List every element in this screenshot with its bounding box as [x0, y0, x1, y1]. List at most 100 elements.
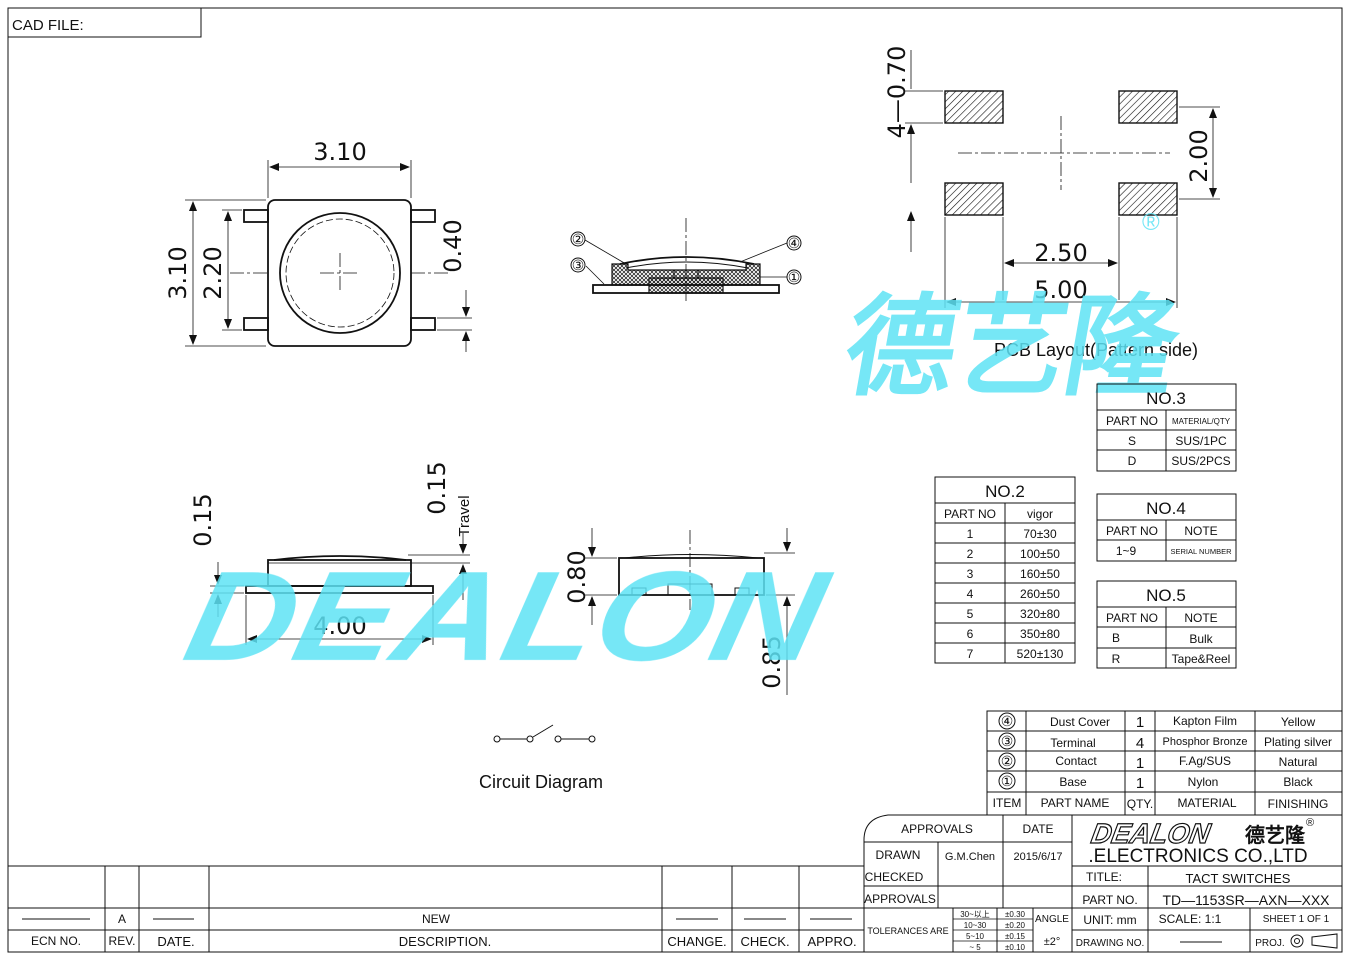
- no3-title: NO.3: [1146, 389, 1186, 408]
- tb-angle: ANGLE: [1035, 914, 1069, 925]
- revision-block: A NEW ECN NO. REV. DATE. DESCRIPTION. CH…: [8, 865, 864, 952]
- no5-row-1-part: B: [1112, 631, 1120, 645]
- tb-part-label: PART NO.: [1082, 893, 1137, 907]
- no3-header-part: PART NO: [1106, 414, 1158, 428]
- tb-title-value: TACT SWITCHES: [1186, 871, 1291, 886]
- bom-row-3-part: Contact: [1055, 754, 1097, 768]
- rev-header-appro: APPRO.: [807, 934, 856, 949]
- tb-sheet: SHEET 1 OF 1: [1263, 914, 1330, 925]
- table-no2: NO.2 PART NO vigor 1 70±30 2 100±50 3 16…: [934, 476, 1076, 664]
- cad-file-label: CAD FILE:: [12, 17, 84, 34]
- no2-row-6-part: 6: [967, 627, 974, 641]
- no2-title: NO.2: [985, 482, 1025, 501]
- dim-pitch-y: 2.00: [1185, 129, 1213, 182]
- callout-dust-cover: ④: [788, 235, 801, 251]
- dim-pitch-x-inner: 2.50: [1034, 239, 1087, 267]
- bom-row-3-finish: Natural: [1279, 755, 1318, 769]
- bom-header-finish: FINISHING: [1268, 797, 1329, 811]
- tb-approvals-2: APPROVALS: [864, 892, 936, 906]
- dim-top-inner: 2.20: [199, 246, 227, 299]
- tb-unit: UNIT: mm: [1083, 913, 1136, 927]
- callout-contact: ②: [572, 231, 585, 247]
- table-no5: NO.5 PART NO NOTE B Bulk R Tape&Reel: [1096, 580, 1237, 669]
- tol-range-1: 30~以上: [960, 910, 990, 919]
- no4-header-note: NOTE: [1184, 524, 1217, 538]
- circuit-caption: Circuit Diagram: [479, 772, 603, 792]
- bom-row-2-qty: 4: [1136, 735, 1144, 752]
- no2-row-2-part: 2: [967, 547, 974, 561]
- side-view-side: 0.80 0.85: [563, 528, 795, 695]
- dim-pitch-x-outer: 5.00: [1034, 276, 1087, 304]
- no2-row-7-part: 7: [967, 647, 974, 661]
- dim-cover: 0.15: [189, 493, 217, 546]
- no2-row-2-vigor: 100±50: [1020, 547, 1060, 561]
- top-view: 3.10 3.10 2.20 0.40: [164, 138, 472, 352]
- tb-tolerances: TOLERANCES ARE: [867, 926, 948, 936]
- bom-header-qty: QTY.: [1127, 797, 1153, 811]
- no2-row-4-part: 4: [967, 587, 974, 601]
- bom-row-4-part: Base: [1059, 775, 1087, 789]
- bom-row-4-qty: 1: [1136, 775, 1144, 792]
- no4-header-part: PART NO: [1106, 524, 1158, 538]
- travel-label: Travel: [456, 495, 473, 536]
- no4-title: NO.4: [1146, 499, 1186, 518]
- no2-row-5-vigor: 320±80: [1020, 607, 1060, 621]
- tol-range-3: 5~10: [966, 932, 985, 941]
- no2-row-3-part: 3: [967, 567, 974, 581]
- cad-file-box: CAD FILE:: [7, 7, 202, 38]
- tb-drawn-by: G.M.Chen: [945, 851, 995, 863]
- rev-header-ecn: ECN NO.: [31, 934, 81, 948]
- table-no4: NO.4 PART NO NOTE 1~9 SERIAL NUMBER: [1096, 493, 1237, 562]
- no5-header-note: NOTE: [1184, 611, 1217, 625]
- no3-header-material: MATERIAL/QTY: [1172, 417, 1231, 426]
- rev-header-date: DATE.: [157, 934, 194, 949]
- tb-company: .ELECTRONICS CO.,LTD: [1088, 846, 1307, 867]
- rev-value: A: [118, 912, 126, 926]
- no2-row-5-part: 5: [967, 607, 974, 621]
- no5-row-2-part: R: [1112, 652, 1121, 666]
- tb-date: DATE: [1022, 822, 1053, 836]
- tol-value-4: ±0.10: [1005, 943, 1026, 952]
- tol-range-2: 10~30: [964, 921, 987, 930]
- no2-header-part: PART NO: [944, 507, 996, 521]
- rev-new: NEW: [422, 912, 451, 926]
- no2-row-7-vigor: 520±130: [1017, 647, 1064, 661]
- bom-header-material: MATERIAL: [1177, 796, 1236, 810]
- bom-row-4-item: ①: [1001, 773, 1014, 789]
- dim-terminal: 0.40: [439, 219, 467, 272]
- section-view: ② ③ ④ ①: [570, 218, 802, 302]
- bom-header-part: PART NAME: [1041, 796, 1110, 810]
- callout-terminal: ③: [572, 257, 585, 273]
- no2-row-1-part: 1: [967, 527, 974, 541]
- no3-row-2-value: SUS/2PCS: [1171, 454, 1230, 468]
- tol-range-4: ~ 5: [969, 943, 981, 952]
- watermark: DEALON 德艺隆 ®: [174, 209, 1188, 687]
- tb-drawn-date: 2015/6/17: [1014, 851, 1063, 863]
- bom-row-2-part: Terminal: [1050, 736, 1095, 750]
- tb-title-label: TITLE:: [1086, 870, 1122, 884]
- bom-table: ④ Dust Cover 1 Kapton Film Yellow ③ Term…: [986, 710, 1343, 816]
- bom-row-3-material: F.Ag/SUS: [1179, 754, 1231, 768]
- rev-header-description: DESCRIPTION.: [399, 934, 491, 949]
- watermark-reg: ®: [1142, 209, 1160, 236]
- rev-header-rev: REV.: [109, 934, 136, 948]
- no2-row-3-vigor: 160±50: [1020, 567, 1060, 581]
- callout-base: ①: [788, 269, 801, 285]
- bom-header-item: ITEM: [993, 796, 1022, 810]
- bom-row-4-material: Nylon: [1188, 775, 1219, 789]
- table-no3: NO.3 PART NO MATERIAL/QTY S SUS/1PC D SU…: [1096, 383, 1237, 472]
- tb-angle-value: ±2°: [1044, 936, 1061, 948]
- pcb-layout: 4—0.70 2.00 2.50 5.00 PCB Layout(Pattern…: [883, 46, 1220, 360]
- rev-header-change: CHANGE.: [667, 934, 726, 949]
- no5-header-part: PART NO: [1106, 611, 1158, 625]
- tb-logo-brand: DEALON: [1089, 817, 1213, 849]
- circuit-diagram: Circuit Diagram: [479, 724, 603, 792]
- bom-row-3-qty: 1: [1136, 755, 1144, 772]
- bom-row-1-finish: Yellow: [1281, 715, 1316, 729]
- dim-top-height: 3.10: [164, 246, 192, 299]
- tol-value-2: ±0.20: [1005, 921, 1026, 930]
- no2-row-1-vigor: 70±30: [1023, 527, 1057, 541]
- no3-row-1-part: S: [1128, 434, 1136, 448]
- no5-row-2-note: Tape&Reel: [1172, 652, 1231, 666]
